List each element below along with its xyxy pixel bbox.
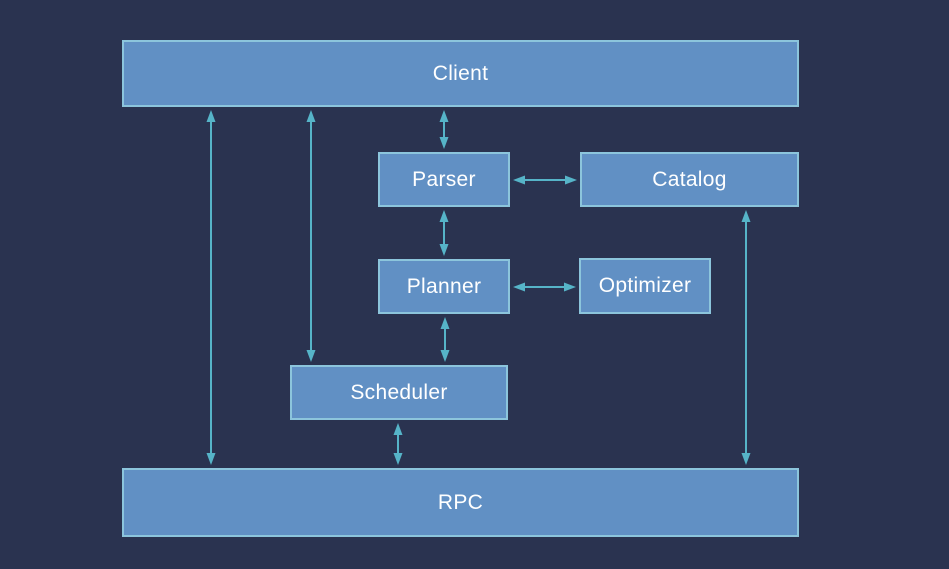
edge-scheduler-rpc: [393, 423, 403, 465]
edge-planner-optimizer: [513, 282, 576, 292]
node-optimizer: Optimizer: [579, 258, 711, 314]
arrowhead-icon: [306, 350, 316, 362]
edge-client-rpc: [206, 110, 216, 465]
node-planner-label: Planner: [406, 274, 482, 298]
arrowhead-icon: [393, 423, 403, 435]
node-client-label: Client: [432, 61, 489, 85]
node-rpc: RPC: [122, 468, 799, 537]
arrowhead-icon: [741, 453, 751, 465]
node-client: Client: [122, 40, 799, 107]
arrowhead-icon: [439, 210, 449, 222]
edge-client-scheduler: [306, 110, 316, 362]
arrowhead-icon: [439, 110, 449, 122]
arrowhead-icon: [440, 350, 450, 362]
edge-parser-catalog: [513, 175, 577, 185]
node-optimizer-label: Optimizer: [598, 274, 692, 297]
edge-client-parser: [439, 110, 449, 149]
arrowhead-icon: [206, 110, 216, 122]
node-catalog-label: Catalog: [652, 167, 727, 191]
node-scheduler: Scheduler: [290, 365, 508, 420]
arrowhead-icon: [439, 244, 449, 256]
arrowhead-icon: [306, 110, 316, 122]
node-scheduler-label: Scheduler: [350, 380, 448, 404]
edge-planner-scheduler: [440, 317, 450, 362]
arrowhead-icon: [393, 453, 403, 465]
arrowhead-icon: [439, 137, 449, 149]
arrowhead-icon: [206, 453, 216, 465]
arrowhead-icon: [565, 175, 577, 185]
arrowhead-icon: [513, 282, 525, 292]
node-parser-label: Parser: [412, 167, 476, 191]
arrowhead-icon: [440, 317, 450, 329]
edge-parser-planner: [439, 210, 449, 256]
node-rpc-label: RPC: [437, 490, 484, 514]
node-planner: Planner: [378, 259, 510, 314]
edge-catalog-rpc: [741, 210, 751, 465]
node-catalog: Catalog: [580, 152, 799, 207]
node-parser: Parser: [378, 152, 510, 207]
arrowhead-icon: [513, 175, 525, 185]
arrowhead-icon: [741, 210, 751, 222]
arrowhead-icon: [564, 282, 576, 292]
